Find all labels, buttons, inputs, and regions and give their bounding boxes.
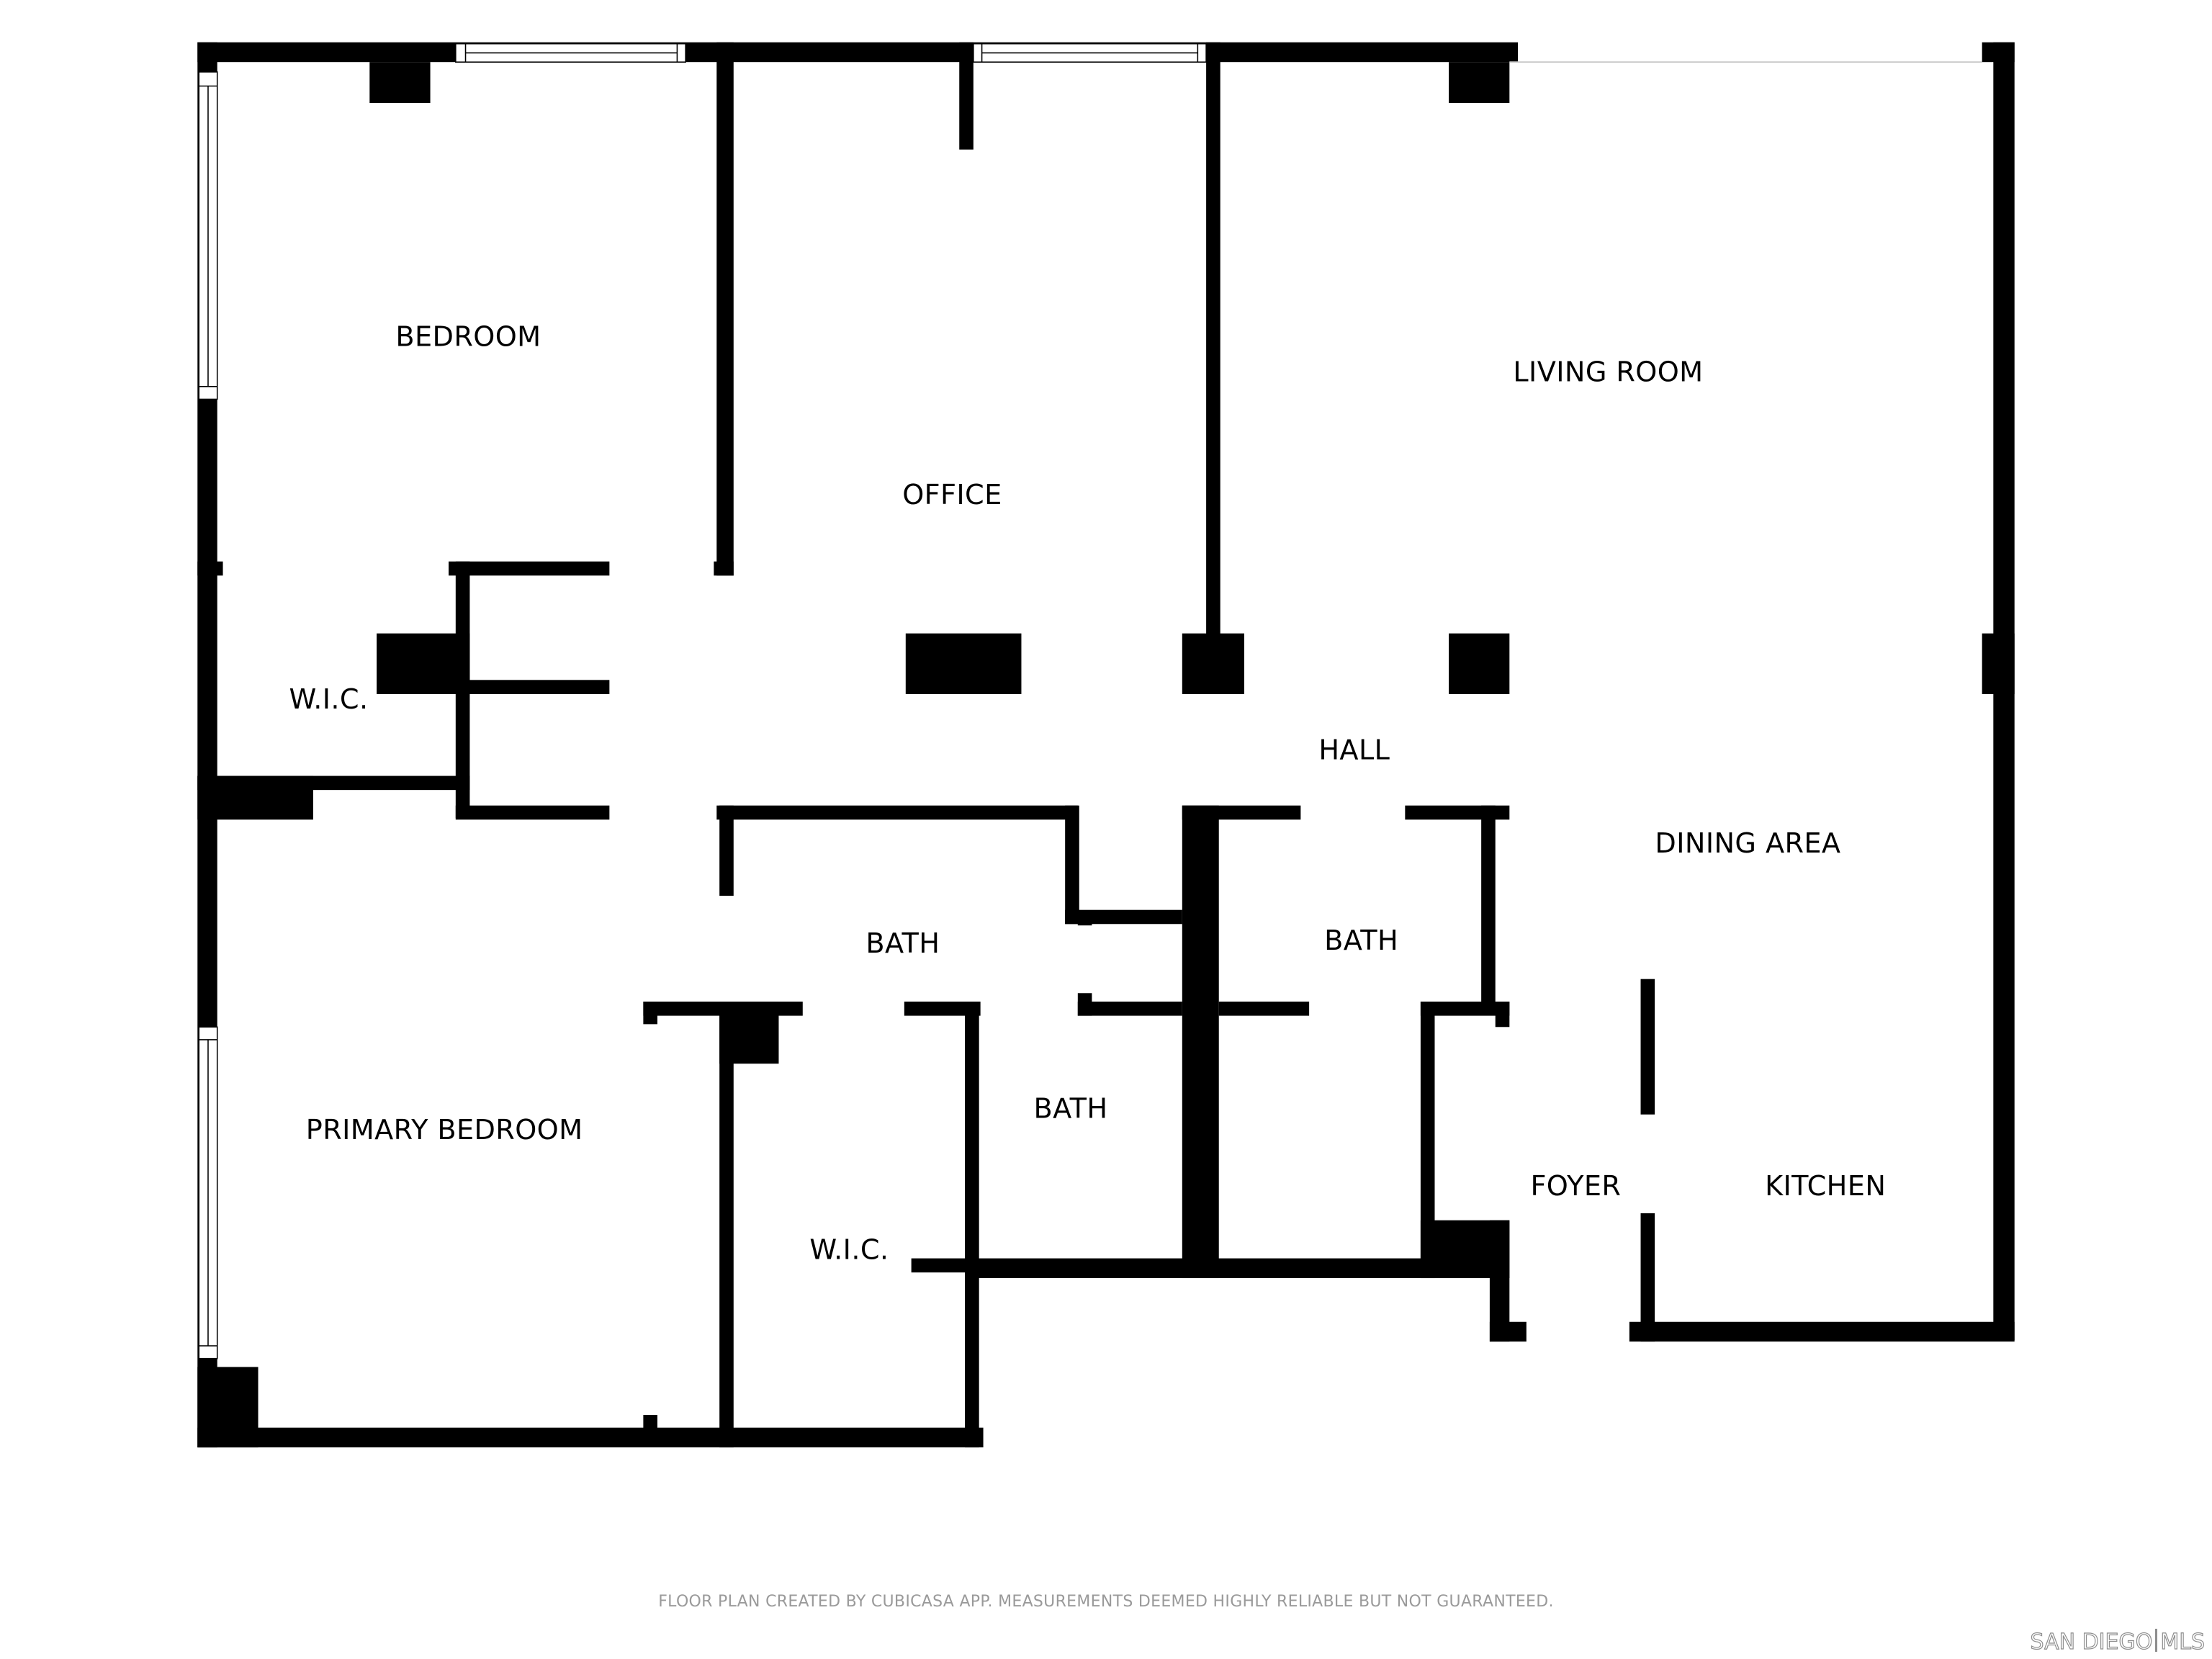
room-label-foyer: FOYER: [1530, 1171, 1621, 1202]
logo-left-text: SAN DIEGO: [2030, 1629, 2153, 1655]
room-label-primary-bedroom: PRIMARY BEDROOM: [306, 1115, 583, 1146]
room-label-wic-upper: W.I.C.: [289, 684, 368, 716]
walls: [197, 42, 2015, 1448]
windows: [198, 42, 1982, 1359]
room-label-bath-2: BATH: [1324, 925, 1398, 957]
room-label-wic-lower: W.I.C.: [809, 1234, 889, 1266]
room-labels: BEDROOM OFFICE LIVING ROOM W.I.C. HALL D…: [289, 322, 1886, 1267]
room-label-kitchen: KITCHEN: [1765, 1171, 1886, 1202]
san-diego-mls-logo: SAN DIEGO MLS: [2030, 1629, 2206, 1655]
room-label-hall: HALL: [1318, 735, 1390, 767]
logo-right-text: MLS: [2160, 1629, 2206, 1655]
room-label-bath-3: BATH: [1034, 1093, 1108, 1125]
room-label-bath-1: BATH: [866, 928, 940, 960]
logo-separator: [2155, 1629, 2158, 1652]
disclaimer-text: FLOOR PLAN CREATED BY CUBICASA APP. MEAS…: [658, 1593, 1554, 1611]
room-label-dining-area: DINING AREA: [1655, 828, 1840, 860]
room-label-bedroom: BEDROOM: [395, 322, 541, 354]
room-label-living-room: LIVING ROOM: [1513, 357, 1703, 389]
room-label-office: OFFICE: [902, 480, 1002, 511]
